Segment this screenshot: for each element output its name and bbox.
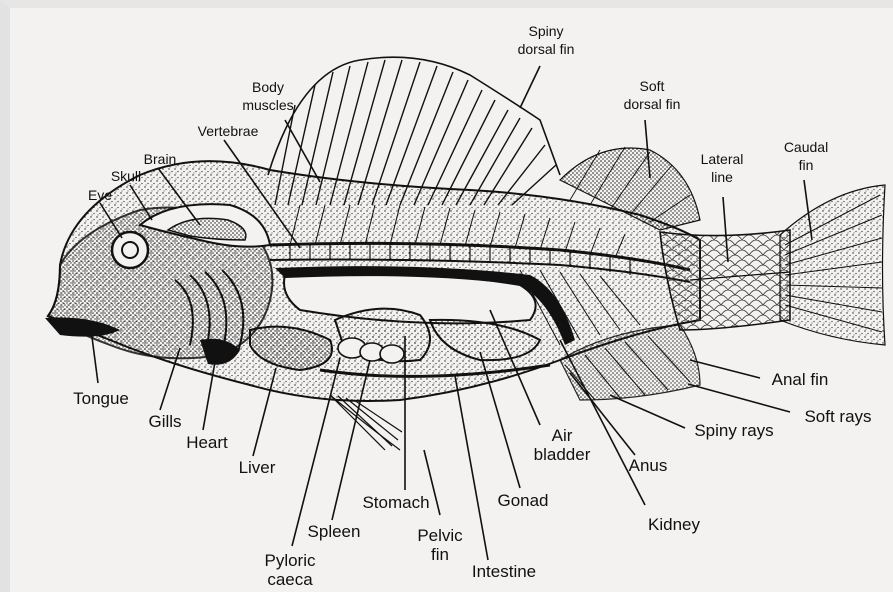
label-body-muscles-line2: muscles — [228, 96, 308, 114]
label-brain: Brain — [132, 150, 188, 168]
eye-drawing — [112, 232, 148, 268]
label-body-muscles-line1: Body — [228, 78, 308, 96]
label-spiny-dorsal-fin: Spiny dorsal fin — [506, 22, 586, 58]
caudal-fin-drawing — [780, 185, 885, 345]
label-caudal-fin: Caudal fin — [772, 138, 840, 174]
label-lateral-line-line2: line — [686, 168, 758, 186]
label-air-bladder-line2: bladder — [522, 445, 602, 464]
label-spleen: Spleen — [300, 522, 368, 541]
label-spiny-dorsal-fin-line1: Spiny — [506, 22, 586, 40]
label-heart: Heart — [176, 433, 238, 452]
leader-spiny-dorsal-fin — [520, 66, 540, 108]
label-caudal-fin-line2: fin — [772, 156, 840, 174]
label-liver: Liver — [228, 458, 286, 477]
label-stomach: Stomach — [352, 493, 440, 512]
label-anal-fin: Anal fin — [758, 370, 842, 389]
label-soft-dorsal-fin: Soft dorsal fin — [612, 77, 692, 113]
label-air-bladder-line1: Air — [522, 426, 602, 445]
pelvic-fin-drawing — [330, 395, 402, 450]
label-spiny-dorsal-fin-line2: dorsal fin — [506, 40, 586, 58]
label-intestine: Intestine — [456, 562, 552, 581]
label-lateral-line-line1: Lateral — [686, 150, 758, 168]
label-gills: Gills — [136, 412, 194, 431]
label-lateral-line: Lateral line — [686, 150, 758, 186]
label-spiny-rays: Spiny rays — [684, 421, 784, 440]
label-pelvic-fin: Pelvic fin — [404, 526, 476, 564]
leader-anal-fin — [690, 360, 760, 378]
label-gonad: Gonad — [488, 491, 558, 510]
label-caudal-fin-line1: Caudal — [772, 138, 840, 156]
label-soft-dorsal-fin-line2: dorsal fin — [612, 95, 692, 113]
label-pelvic-fin-line1: Pelvic — [404, 526, 476, 545]
label-vertebrae: Vertebrae — [184, 122, 272, 140]
label-body-muscles: Body muscles — [228, 78, 308, 114]
caudal-peduncle-drawing — [660, 230, 790, 330]
leader-spiny-rays — [610, 395, 685, 428]
label-air-bladder: Air bladder — [522, 426, 602, 464]
label-skull: Skull — [100, 167, 152, 185]
label-eye: Eye — [80, 186, 120, 204]
label-pyloric-caeca-line2: caeca — [248, 570, 332, 589]
label-tongue: Tongue — [62, 389, 140, 408]
label-kidney: Kidney — [636, 515, 712, 534]
label-pyloric-caeca: Pyloric caeca — [248, 551, 332, 589]
label-soft-dorsal-fin-line1: Soft — [612, 77, 692, 95]
label-soft-rays: Soft rays — [790, 407, 886, 426]
label-anus: Anus — [618, 456, 678, 475]
label-pyloric-caeca-line1: Pyloric — [248, 551, 332, 570]
